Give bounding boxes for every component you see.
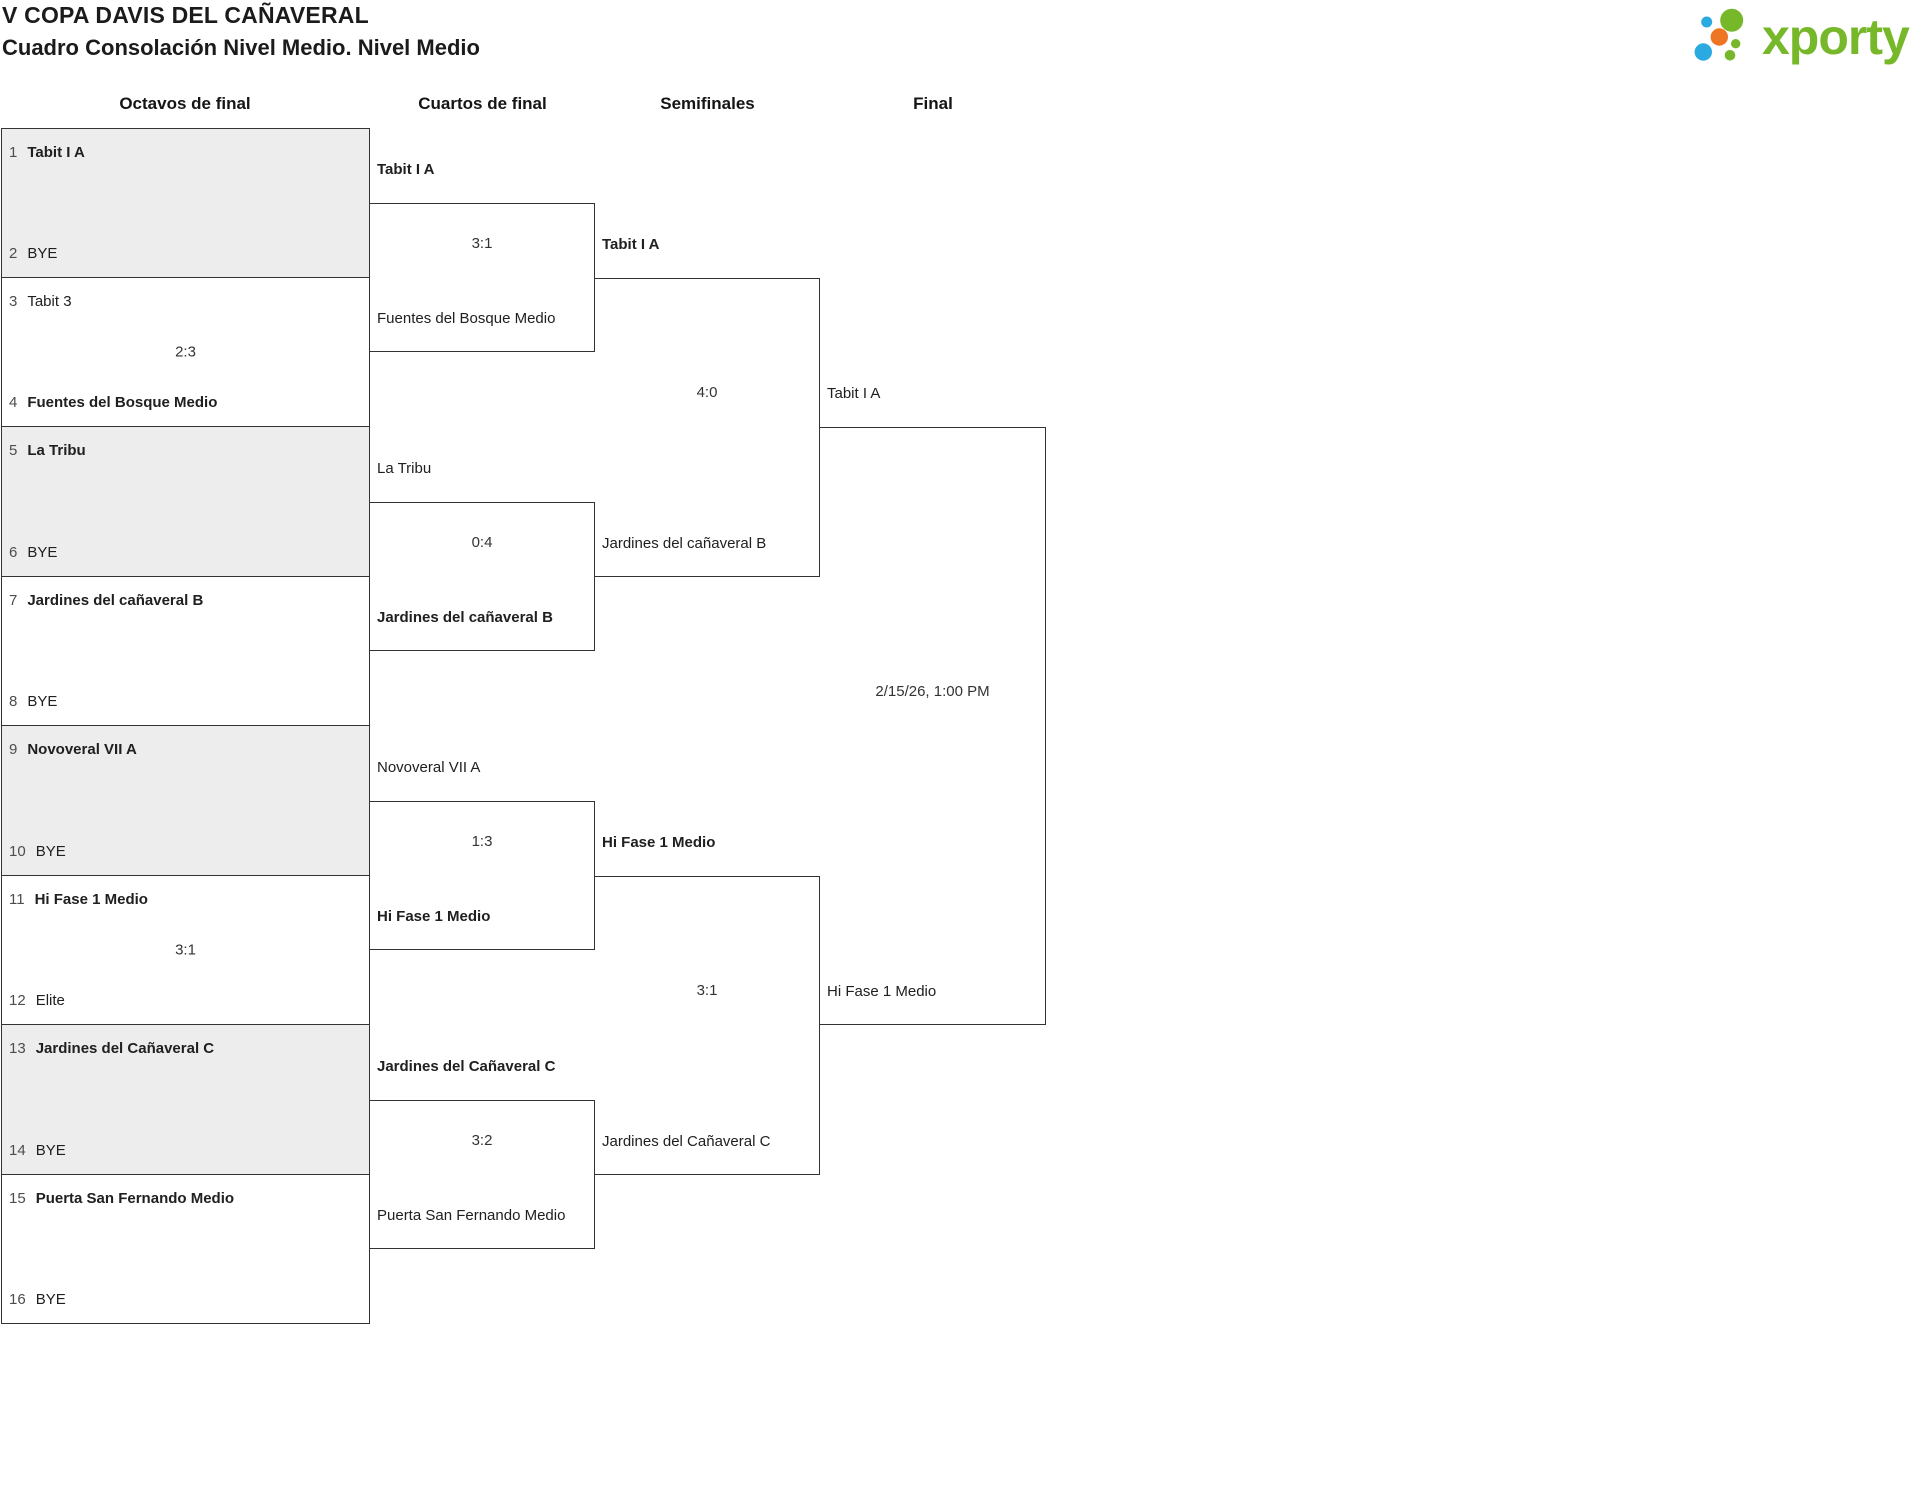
seed-number: 10 (9, 842, 26, 860)
team-name: BYE (27, 244, 58, 262)
seed-number: 14 (9, 1141, 26, 1159)
xporty-logo: xporty (1694, 8, 1911, 65)
match-box-octavos-8[interactable]: 15 Puerta San Fernando Medio 16 BYE (1, 1174, 370, 1324)
seed-number: 11 (9, 890, 25, 908)
match-score: 3:1 (471, 234, 493, 252)
match-box-octavos-6[interactable]: 11 Hi Fase 1 Medio 3:1 12 Elite (1, 875, 370, 1025)
team-row: 11 Hi Fase 1 Medio (2, 890, 369, 909)
match-box-octavos-3[interactable]: 5 La Tribu 6 BYE (1, 427, 370, 577)
match-box-octavos-5[interactable]: 9 Novoveral VII A 10 BYE (1, 726, 370, 876)
team-name: BYE (27, 543, 58, 561)
team-name: Elite (35, 992, 65, 1009)
team-name: Puerta San Fernando Medio (35, 1189, 235, 1207)
page-title: V COPA DAVIS DEL CAÑAVERAL (2, 2, 369, 28)
team-name: Jardines del Cañaveral C (35, 1040, 215, 1057)
seed-number: 7 (9, 591, 18, 609)
match-box-cuartos-4[interactable]: Jardines del Cañaveral C 3:2 Puerta San … (370, 1058, 595, 1250)
page-subtitle: Cuadro Consolación Nivel Medio. Nivel Me… (2, 35, 480, 60)
round-header-cuartos: Cuartos de final (418, 94, 547, 113)
team-row: 2 BYE (2, 244, 369, 263)
team-name: BYE (35, 1291, 66, 1308)
team-row: 4 Fuentes del Bosque Medio (2, 393, 369, 412)
seed-number: 16 (9, 1291, 26, 1308)
match-schedule: 2/15/26, 1:00 PM (875, 683, 990, 700)
team-name: Novoveral VII A (377, 758, 481, 776)
seed-number: 15 (9, 1189, 26, 1207)
match-score: 0:4 (471, 533, 493, 551)
team-name: Puerta San Fernando Medio (377, 1207, 566, 1225)
team-name: Hi Fase 1 Medio (827, 983, 937, 1000)
team-row: 16 BYE (2, 1290, 369, 1309)
seed-number: 1 (9, 144, 18, 161)
team-row: 14 BYE (2, 1141, 369, 1160)
team-name: Fuentes del Bosque Medio (377, 310, 556, 328)
team-row: 12 Elite (2, 991, 369, 1010)
logo-dots-icon (1694, 8, 1744, 61)
team-name: Jardines del cañaveral B (377, 609, 553, 627)
match-box-cuartos-1[interactable]: Tabit I A 3:1 Fuentes del Bosque Medio (370, 161, 595, 353)
team-row: 3 Tabit 3 (2, 292, 369, 311)
match-score: 3:1 (696, 982, 718, 999)
seed-number: 2 (9, 244, 18, 262)
round-header-octavos: Octavos de final (119, 94, 251, 113)
team-name: Tabit I A (27, 144, 85, 161)
team-name: BYE (27, 693, 58, 710)
match-box-final[interactable]: Tabit I A 2/15/26, 1:00 PM Hi Fase 1 Med… (820, 385, 1046, 1025)
seed-number: 5 (9, 442, 18, 459)
match-box-cuartos-2[interactable]: La Tribu 0:4 Jardines del cañaveral B (370, 460, 595, 652)
team-name: Hi Fase 1 Medio (34, 890, 148, 908)
match-score: 1:3 (471, 832, 493, 850)
team-row: 15 Puerta San Fernando Medio (2, 1189, 369, 1208)
team-row: 13 Jardines del Cañaveral C (2, 1039, 369, 1058)
match-score: 2:3 (175, 343, 196, 361)
team-row: 1 Tabit I A (2, 143, 369, 162)
match-box-octavos-7[interactable]: 13 Jardines del Cañaveral C 14 BYE (1, 1025, 370, 1175)
team-name: BYE (35, 1141, 66, 1159)
team-row: 6 BYE (2, 543, 369, 562)
team-name: Novoveral VII A (27, 741, 137, 758)
team-row: 9 Novoveral VII A (2, 740, 369, 759)
match-score: 3:2 (471, 1131, 493, 1149)
match-box-octavos-2[interactable]: 3 Tabit 3 2:3 4 Fuentes del Bosque Medio (1, 277, 370, 427)
team-row: 7 Jardines del cañaveral B (2, 591, 369, 610)
team-name: Jardines del Cañaveral C (602, 1132, 771, 1150)
match-score: 3:1 (175, 941, 196, 959)
seed-number: 13 (9, 1040, 26, 1057)
team-name: Jardines del cañaveral B (27, 591, 204, 609)
logo-wordmark: xporty (1762, 9, 1910, 65)
team-row: 10 BYE (2, 842, 369, 861)
team-name: Tabit 3 (27, 292, 72, 310)
round-header-semifinales: Semifinales (660, 94, 755, 113)
header: V COPA DAVIS DEL CAÑAVERAL Cuadro Consol… (2, 0, 480, 64)
seed-number: 12 (9, 992, 26, 1009)
match-box-octavos-1[interactable]: 1 Tabit I A 2 BYE (1, 128, 370, 278)
team-name: Hi Fase 1 Medio (377, 908, 491, 926)
team-name: Tabit I A (602, 235, 660, 253)
team-name: Tabit I A (827, 385, 881, 402)
match-box-octavos-4[interactable]: 7 Jardines del cañaveral B 8 BYE (1, 576, 370, 726)
match-box-semifinal-2[interactable]: Hi Fase 1 Medio 3:1 Jardines del Cañaver… (595, 834, 820, 1175)
team-name: Hi Fase 1 Medio (602, 833, 716, 851)
seed-number: 4 (9, 394, 18, 411)
team-name: Tabit I A (377, 160, 435, 178)
round-header-final: Final (913, 94, 953, 113)
team-name: BYE (35, 842, 66, 860)
seed-number: 8 (9, 693, 18, 710)
team-name: Fuentes del Bosque Medio (27, 394, 218, 411)
seed-number: 6 (9, 543, 18, 561)
seed-number: 9 (9, 741, 18, 758)
team-name: La Tribu (377, 459, 432, 477)
match-score: 4:0 (696, 384, 718, 401)
team-name: La Tribu (27, 442, 86, 459)
team-row: 5 La Tribu (2, 441, 369, 460)
team-name: Jardines del Cañaveral C (377, 1057, 556, 1075)
team-row: 8 BYE (2, 692, 369, 711)
team-name: Jardines del cañaveral B (602, 534, 767, 552)
match-box-semifinal-1[interactable]: Tabit I A 4:0 Jardines del cañaveral B (595, 236, 820, 577)
seed-number: 3 (9, 292, 18, 310)
match-box-cuartos-3[interactable]: Novoveral VII A 1:3 Hi Fase 1 Medio (370, 759, 595, 951)
